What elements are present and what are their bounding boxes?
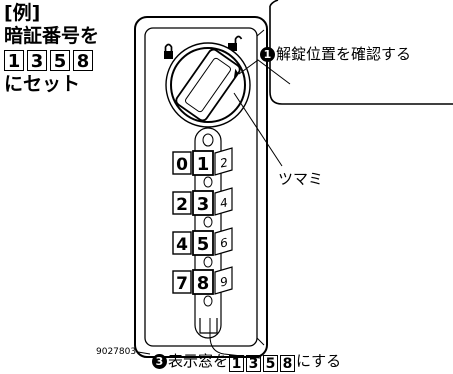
dial-side-digit: 6 xyxy=(220,235,228,250)
dial-main-digit: 1 xyxy=(197,154,210,175)
door-panel-outline xyxy=(269,6,453,105)
figure-code: 9027803 xyxy=(96,347,137,357)
knob-callout: ツマミ xyxy=(278,170,324,188)
callout-text: にする xyxy=(296,352,342,370)
dial-side-face xyxy=(214,227,233,256)
dial-main-face xyxy=(192,150,214,176)
dial-side-digit: 2 xyxy=(220,155,228,170)
set-label: にセット xyxy=(4,73,81,95)
pin-label: 暗証番号を xyxy=(4,25,100,47)
dial-front-digit: 0 xyxy=(176,155,188,175)
lock-open-icon xyxy=(228,35,243,51)
dial-front-face xyxy=(172,231,192,255)
pin-digit: 3 xyxy=(27,50,47,72)
knob[interactable] xyxy=(165,42,251,128)
window-digit: 5 xyxy=(263,355,279,372)
dial-side-digit: 4 xyxy=(220,195,228,210)
dial-main-face xyxy=(192,269,214,295)
dial-main-face xyxy=(192,230,214,256)
callout-text: 表示窓を xyxy=(168,352,229,370)
callout-text: 解錠位置を確認する xyxy=(276,45,412,63)
dial-side-face xyxy=(214,147,233,176)
step-number: 1 xyxy=(260,47,275,62)
dial-side-face xyxy=(214,187,233,216)
pin-digit: 1 xyxy=(4,50,24,72)
pin-digit: 5 xyxy=(50,50,70,72)
dial-side-digit: 9 xyxy=(220,274,228,289)
window-digit: 8 xyxy=(280,355,296,372)
window-digit: 3 xyxy=(246,355,262,372)
dial-main-digit: 8 xyxy=(197,273,210,294)
dial-front-digit: 4 xyxy=(176,235,188,255)
dial-front-digit: 7 xyxy=(176,274,188,294)
lock-closed-icon xyxy=(164,43,173,59)
dial-front-face xyxy=(172,191,192,215)
dial-main-digit: 3 xyxy=(197,194,210,215)
dial-main-face xyxy=(192,190,214,216)
unlock-leader-line xyxy=(238,59,291,85)
dial-front-face xyxy=(172,151,192,175)
step-number: 3 xyxy=(152,354,167,369)
knob-leader-line xyxy=(233,92,283,167)
dial-front-face xyxy=(172,270,192,294)
example-label: [例] xyxy=(4,2,41,24)
window-leader-line xyxy=(209,318,261,359)
dial-front-digit: 2 xyxy=(176,195,188,215)
pin-digits: 1 3 5 8 xyxy=(4,50,134,72)
dial-side-face xyxy=(214,266,233,295)
window-digit: 1 xyxy=(229,355,245,372)
pin-digit: 8 xyxy=(73,50,93,72)
example-heading: [例] 暗証番号を 1 3 5 8 にセット xyxy=(4,2,134,96)
dial-main-digit: 5 xyxy=(197,234,210,255)
